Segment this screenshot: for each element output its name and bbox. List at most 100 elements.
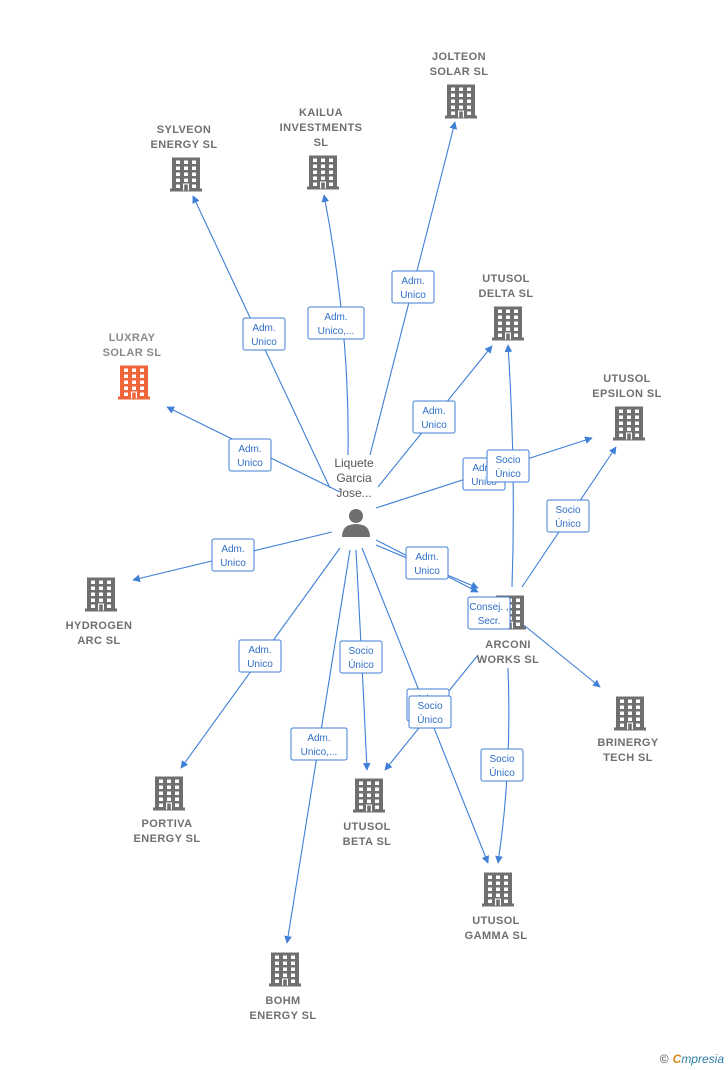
relation-label-text: Unico xyxy=(237,458,263,469)
node-label-brinergy: BRINERGY TECH SL xyxy=(597,737,659,764)
node-label-line: WORKS SL xyxy=(477,654,539,666)
building-icon-brinergy[interactable] xyxy=(614,696,646,731)
node-label-line: GAMMA SL xyxy=(465,930,528,942)
relation-label-text: Unico xyxy=(247,659,273,670)
relation-label-text: Adm. xyxy=(472,463,495,474)
building-icon-utubeta[interactable] xyxy=(353,778,385,813)
node-label-line: BOHM xyxy=(265,995,300,1007)
node-label-line: ENERGY SL xyxy=(151,139,218,151)
relation-label-p-portiva[interactable]: Adm. Unico xyxy=(238,639,282,673)
building-icon-bohm[interactable] xyxy=(269,952,301,987)
relation-label-text: Adm. xyxy=(307,733,330,744)
relation-label-text: Unico xyxy=(471,477,497,488)
building-icon-luxray[interactable] xyxy=(118,365,150,400)
building-icon-portiva[interactable] xyxy=(153,776,185,811)
relation-label-text: Único xyxy=(489,766,515,779)
person-label-line: Jose... xyxy=(336,486,371,500)
relation-label-p-bohm[interactable]: Adm. Unico,... xyxy=(290,727,348,761)
relation-label-text: Unico xyxy=(400,290,426,301)
relation-label-text: Socio xyxy=(348,646,373,657)
node-label-line: SOLAR SL xyxy=(430,66,489,78)
node-label-utugamma: UTUSOL GAMMA SL xyxy=(465,915,528,942)
node-label-utuepsilon: UTUSOL EPSILON SL xyxy=(592,373,661,400)
node-label-line: ARCONI xyxy=(485,639,531,651)
node-label-line: EPSILON SL xyxy=(592,388,661,400)
building-icon-utuepsilon[interactable] xyxy=(613,406,645,441)
node-label-line: TECH SL xyxy=(603,752,653,764)
relation-label-text: Unico xyxy=(251,337,277,348)
person-label-line: Liquete xyxy=(334,456,374,470)
node-label-line: UTUSOL xyxy=(472,915,520,927)
relation-label-text: Socio xyxy=(555,505,580,516)
building-icon-utudelta[interactable] xyxy=(492,306,524,341)
relation-label-text: Único xyxy=(417,713,443,726)
relation-label-p-utudelta[interactable]: Adm. Unico xyxy=(412,400,456,434)
relation-label-text: Adm. xyxy=(248,645,271,656)
node-label-utudelta: UTUSOL DELTA SL xyxy=(479,273,534,300)
relation-label-text: Único xyxy=(495,467,521,480)
relation-edge-arconi-brinergy xyxy=(519,621,601,688)
node-label-line: SOLAR SL xyxy=(103,347,162,359)
node-label-line: INVESTMENTS xyxy=(280,122,363,134)
relation-label-text: Adm. xyxy=(252,323,275,334)
relation-label-text: Único xyxy=(555,517,581,530)
relation-label-text: Unico xyxy=(414,566,440,577)
relation-label-p-arconi[interactable]: Adm.Unico xyxy=(405,546,449,580)
building-icon-utugamma[interactable] xyxy=(482,872,514,907)
relation-label-text: Adm. xyxy=(401,276,424,287)
relation-label-text: Adm. xyxy=(221,544,244,555)
node-label-line: ENERGY SL xyxy=(250,1010,317,1022)
building-icon-hydrogen[interactable] xyxy=(85,577,117,612)
person-label-line: Garcia xyxy=(336,471,372,485)
relation-label-text: Unico xyxy=(421,420,447,431)
edges-layer xyxy=(132,121,617,944)
building-icon-sylveon[interactable] xyxy=(170,157,202,192)
brand-name: mpresia xyxy=(681,1052,724,1066)
relation-label-text: Socio xyxy=(489,754,514,765)
relation-label-p-arconi[interactable]: Consej. , Secr. xyxy=(467,596,511,630)
node-label-bohm: BOHM ENERGY SL xyxy=(250,995,317,1022)
node-label-line: KAILUA xyxy=(299,107,343,119)
relation-label-p-jolteon[interactable]: Adm. Unico xyxy=(391,270,435,304)
relation-label-p-luxray[interactable]: Adm. Unico xyxy=(228,438,272,472)
relation-label-text: Unico,... xyxy=(301,747,338,758)
node-label-line: ENERGY SL xyxy=(134,833,201,845)
relation-label-text: Socio xyxy=(417,701,442,712)
relation-label-text: Adm. xyxy=(324,312,347,323)
relation-label-text: Adm. xyxy=(238,444,261,455)
copyright-icon: © xyxy=(659,1052,669,1066)
node-label-line: DELTA SL xyxy=(479,288,534,300)
relation-label-text: Unico,... xyxy=(318,326,355,337)
relation-label-text: Adm. xyxy=(422,406,445,417)
relation-label-p-kailua[interactable]: Adm. Unico,... xyxy=(307,306,365,340)
relation-label-p-hydrogen[interactable]: Adm. Unico xyxy=(211,538,255,572)
relation-label-text: Unico xyxy=(220,558,246,569)
building-icon-kailua[interactable] xyxy=(307,155,339,190)
node-label-line: ARC SL xyxy=(77,635,120,647)
node-label-line: HYDROGEN xyxy=(66,620,133,632)
node-label-line: UTUSOL xyxy=(603,373,651,385)
relation-label-text: Único xyxy=(348,658,374,671)
relation-label-p-sylveon[interactable]: Adm. Unico xyxy=(242,317,286,351)
relation-label-text: Consej. , xyxy=(469,602,508,613)
person-icon[interactable] xyxy=(342,509,370,537)
node-label-line: UTUSOL xyxy=(482,273,530,285)
building-icon-jolteon[interactable] xyxy=(445,84,477,119)
relation-label-text: Secr. xyxy=(478,616,501,627)
node-label-line: BRINERGY xyxy=(597,737,659,749)
node-label-arconi: ARCONI WORKS SL xyxy=(477,639,539,666)
